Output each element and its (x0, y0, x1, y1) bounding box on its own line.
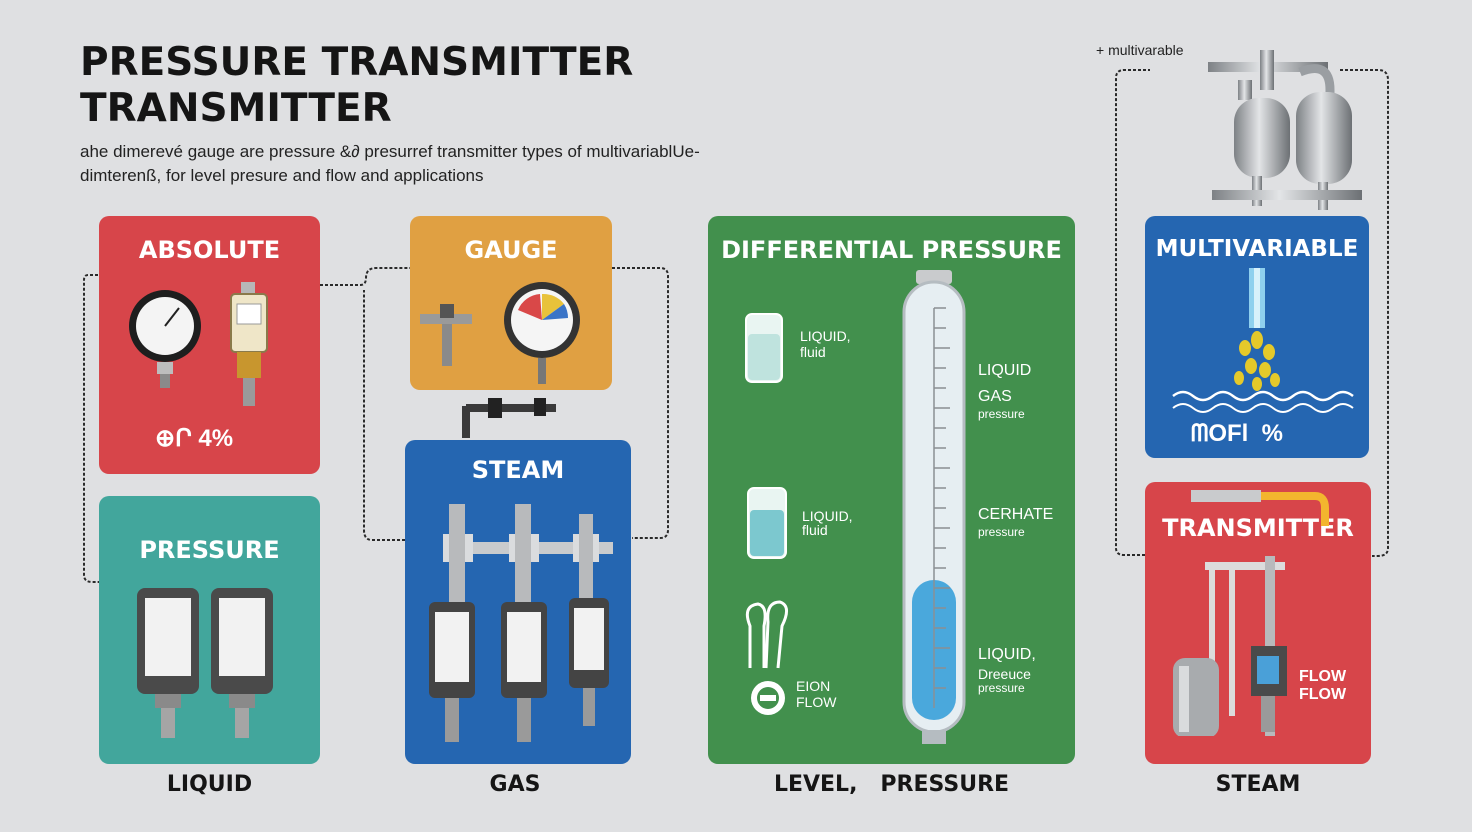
valve-icon (420, 304, 472, 366)
multivariable-note: + multivarable (1096, 42, 1184, 58)
label-flow: FLOW (796, 694, 837, 710)
label-right-pressure-3: pressure (978, 681, 1025, 695)
title-line-1: PRESSURE TRANSMITTER (80, 40, 634, 85)
pressure-gauge-icon (504, 282, 580, 384)
liquid-level-tube-icon (902, 270, 966, 744)
panel-absolute-footer: ⊕Ր 4% (155, 425, 234, 452)
flow-transmitter-assembly-icon (1173, 490, 1329, 736)
label-liquid-1: LIQUID, (800, 328, 851, 344)
panel-pressure-title: PRESSURE (139, 536, 280, 564)
panel-steam: STEAM (405, 440, 631, 764)
flow-pipes-icon (745, 600, 788, 669)
panel-gauge-title: GAUGE (464, 236, 558, 264)
beaker-icon (747, 487, 787, 559)
page-subtitle: ahe dimerevé gauge are pressure &∂ presu… (80, 140, 880, 188)
transmitter-pair-icon (137, 588, 273, 738)
label-right-pressure-1: pressure (978, 407, 1025, 421)
label-right-cerhate: CERHATE (978, 506, 1054, 523)
panel-differential: DIFFERENTIAL PRESSURE LIQUID, fluid LIQU… (708, 216, 1075, 764)
connector-valve-icon (462, 398, 556, 438)
panel-multivariable: MULTIVARIABLE ᗰOFl % (1145, 216, 1369, 458)
panel-pressure: PRESSURE (99, 496, 320, 764)
label-right-dreeuce: Dreeuce (978, 666, 1031, 682)
panel-multivariable-footer: ᗰOFl % (1191, 420, 1283, 447)
panel-absolute: ABSOLUTE ⊕Ր 4% (99, 216, 320, 474)
label-right-liquid: LIQUID (978, 362, 1032, 379)
label-fluid-2: fluid (802, 522, 828, 538)
title-line-2: TRANSMITTER (80, 86, 392, 131)
page-title: PRESSURE TRANSMITTER TRANSMITTER (80, 40, 633, 132)
transmitter-array-icon (429, 504, 613, 742)
beaker-icon (745, 313, 783, 383)
label-fluid-1: fluid (800, 344, 826, 360)
label-right-pressure-2: pressure (978, 525, 1025, 539)
panel-absolute-title: ABSOLUTE (138, 236, 281, 264)
caption-liquid: LIQUID (166, 772, 253, 797)
liquid-splash-icon (1172, 268, 1354, 413)
flow-icon (751, 681, 785, 715)
label-liquid-2: LIQUID, (802, 508, 853, 524)
transmitter-icon (230, 282, 268, 406)
label-flow-2: FLOW (1299, 686, 1347, 703)
panel-transmitter: TRANSMITTER FLOW FLOW (1145, 482, 1371, 764)
panel-multivariable-title: MULTIVARIABLE (1155, 236, 1359, 262)
subtitle-line-2: dimterenß, for level presure and flow an… (80, 166, 484, 185)
panel-gauge: GAUGE (410, 216, 612, 390)
tank-assembly-icon (1208, 50, 1362, 210)
caption-gas: GAS (489, 772, 541, 797)
caption-level-pressure: LEVEL, PRESSURE (773, 772, 1010, 797)
label-eion: EION (796, 678, 831, 694)
subtitle-line-1: ahe dimerevé gauge are pressure &∂ presu… (80, 142, 700, 161)
panel-differential-title: DIFFERENTIAL PRESSURE (721, 236, 1062, 264)
panel-steam-title: STEAM (471, 456, 565, 484)
label-right-gas: GAS (978, 388, 1012, 405)
pressure-gauge-icon (129, 290, 201, 388)
label-right-liquid-2: LIQUID, (978, 646, 1036, 663)
caption-steam: STEAM (1215, 772, 1301, 797)
label-flow-1: FLOW (1299, 668, 1347, 685)
